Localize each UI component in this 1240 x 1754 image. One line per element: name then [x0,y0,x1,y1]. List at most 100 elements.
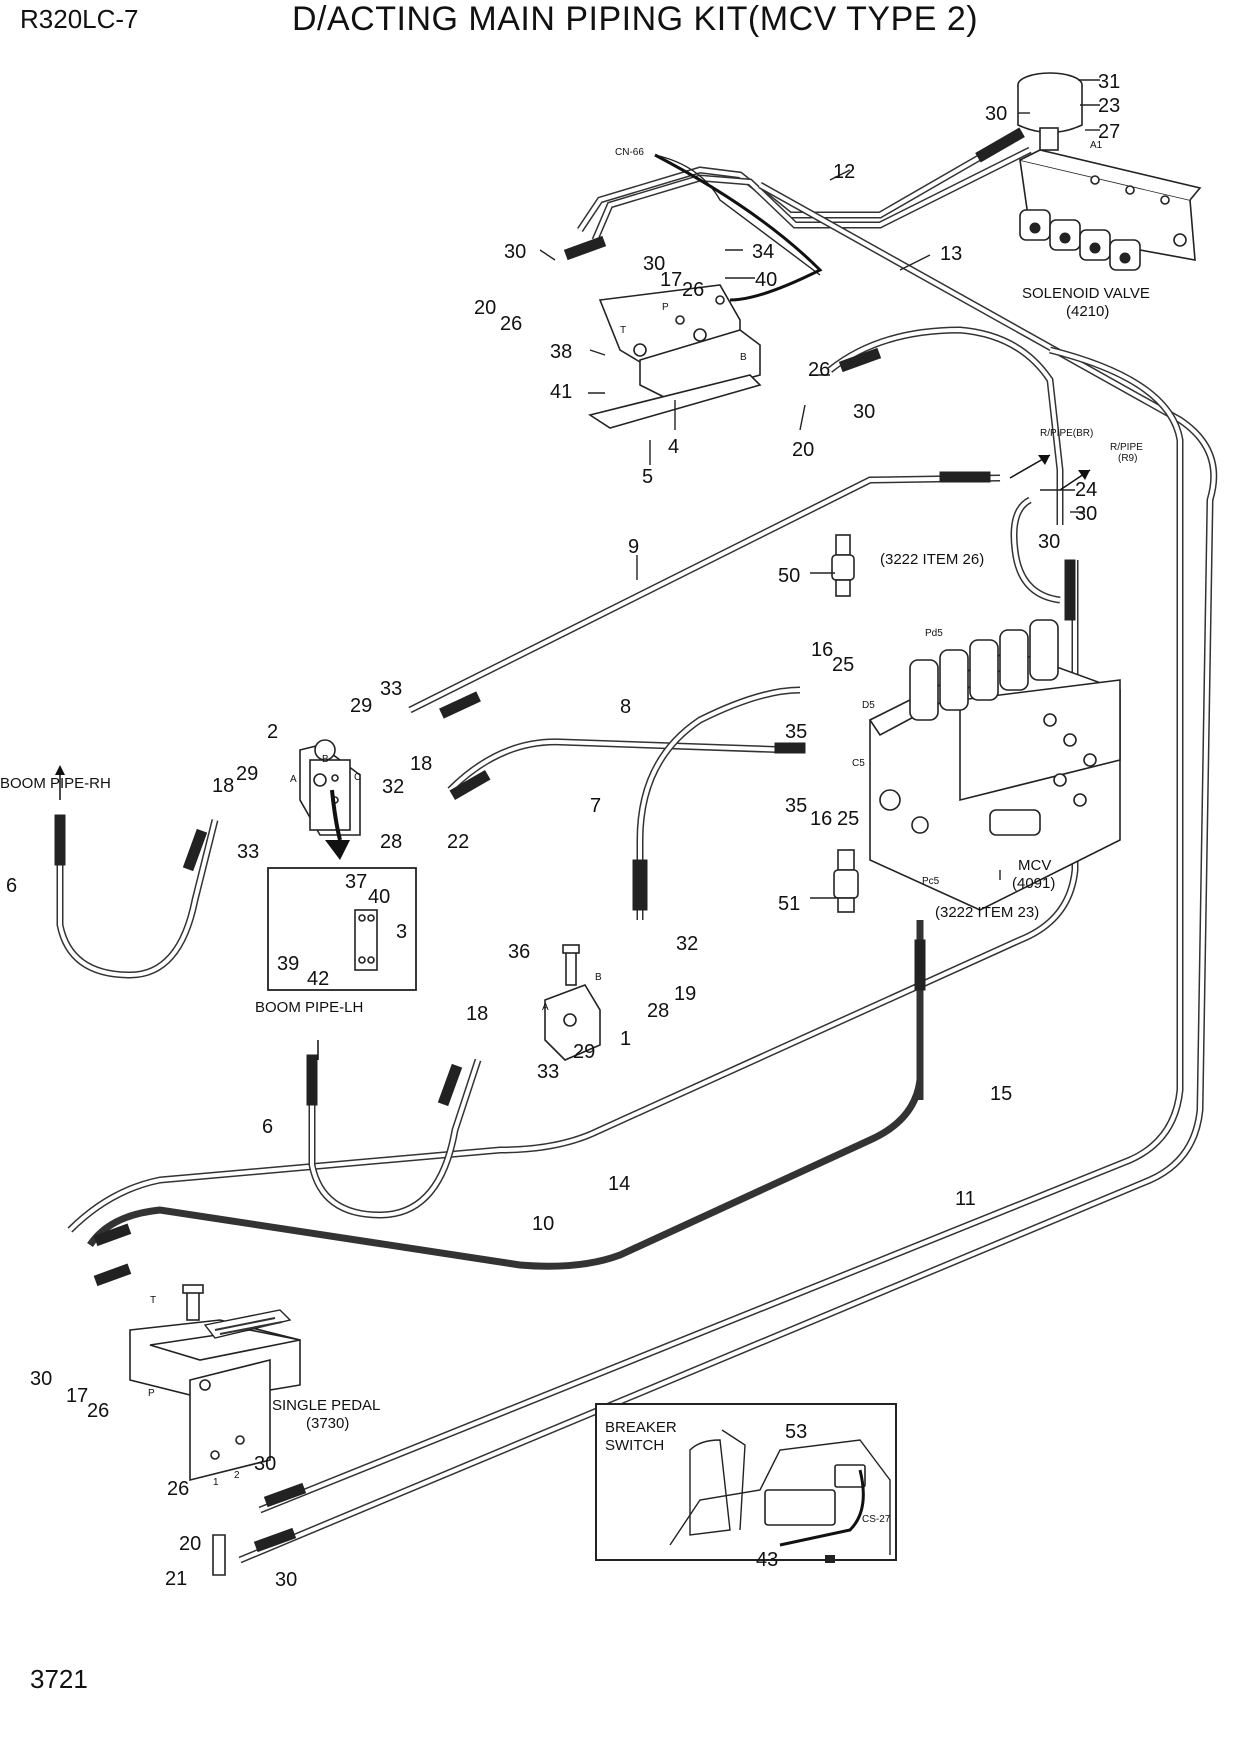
label-pc5: Pc5 [922,876,940,887]
callout: 36 [508,941,530,963]
callout: 27 [1098,121,1120,143]
label-boom-pipe-rh: BOOM PIPE-RH [0,775,111,792]
label-cn66: CN-66 [615,147,644,158]
callout: 14 [608,1173,630,1195]
callout: 20 [792,439,814,461]
callout: 23 [1098,95,1120,117]
mcv-spools [909,619,1059,721]
pipe-7 [636,686,801,920]
callout: 6 [262,1116,273,1138]
label-cs27: CS-27 [862,1514,891,1525]
label-breaker: BREAKER [605,1419,677,1436]
callout: 21 [165,1568,187,1590]
callout: 28 [647,1000,669,1022]
callout: 2 [267,721,278,743]
callout: 41 [550,381,572,403]
label-port-b-1: B [595,972,602,983]
detail-arrow [330,789,342,841]
callout: 33 [380,678,402,700]
text-labels: SOLENOID VALVE (4210) CN-66 A 1 R/PIPE(BR… [0,140,1150,1525]
callout: 13 [940,243,962,265]
label-single-pedal-ref: (3730) [306,1415,349,1432]
plate-3 [354,909,378,971]
callout: 30 [275,1569,297,1591]
detail-arrowhead [325,840,350,860]
callout: 25 [832,654,854,676]
callout: 35 [785,721,807,743]
callout: 20 [179,1533,201,1555]
pipe-14 [87,940,924,1270]
label-r9: (R9) [1118,453,1137,464]
callout: 32 [676,933,698,955]
bracket-2 [299,739,361,836]
callout: 50 [778,565,800,587]
label-c5: C5 [852,758,865,769]
callout: 17 [66,1385,88,1407]
label-port-p-pedal: P [148,1388,155,1399]
callout: 26 [87,1400,109,1422]
label-d5: D5 [862,700,875,711]
label-port-a-1: A [542,1002,549,1013]
breaker-switch-panel [669,1429,891,1563]
callout: 29 [573,1041,595,1063]
callout: 22 [447,831,469,853]
callout: 51 [778,893,800,915]
callout: 34 [752,241,774,263]
callout: 29 [350,695,372,717]
callout: 6 [6,875,17,897]
label-item23-ref: (3222 ITEM 23) [935,904,1039,921]
callout: 30 [853,401,875,423]
label-port-t-pedal: T [150,1295,156,1306]
detail-box-boom-pipe-lh [267,867,417,991]
label-r-pipe-br: R/PIPE(BR) [1040,428,1093,439]
callout: 26 [808,359,830,381]
label-solenoid-valve: SOLENOID VALVE [1022,285,1150,302]
callout: 30 [985,103,1007,125]
callout: 33 [237,841,259,863]
callout: 32 [382,776,404,798]
callout: 7 [590,795,601,817]
callout: 30 [504,241,526,263]
solenoid-coils [1019,209,1141,271]
label-mcv: MCV [1018,857,1051,874]
callout: 18 [212,775,234,797]
label-boom-pipe-lh: BOOM PIPE-LH [255,999,363,1016]
label-port-a-2: A [290,774,297,785]
callout: 30 [254,1453,276,1475]
callout-numbers: 31 23 27 30 12 13 34 40 30 30 17 26 20 2… [6,71,1120,1591]
callout: 11 [955,1188,976,1210]
callout: 30 [1075,503,1097,525]
label-mcv-ref: (4091) [1012,875,1055,892]
block-1 [544,944,601,1061]
callout: 26 [500,313,522,335]
callout: 39 [277,953,299,975]
label-port-1-pedal: 1 [213,1477,219,1488]
callout: 29 [236,763,258,785]
callout: 26 [167,1478,189,1500]
callout: 30 [643,253,665,275]
valve-51 [833,849,859,913]
page-number: 3721 [30,1664,88,1694]
callout: 15 [990,1083,1012,1105]
label-solenoid-valve-ref: (4210) [1066,303,1109,320]
label-port-t: T [620,325,626,336]
callout: 30 [1038,531,1060,553]
callout: 43 [756,1549,778,1571]
callout: 35 [785,795,807,817]
model-name: R320LC-7 [20,4,139,34]
label-single-pedal: SINGLE PEDAL [272,1397,380,1414]
callout: 4 [668,436,679,458]
callout: 12 [833,161,855,183]
label-pd5: Pd5 [925,628,943,639]
label-port-c-2: C [354,772,361,783]
callout: 8 [620,696,631,718]
solenoid-valve [1017,72,1202,271]
callout: 42 [307,968,329,990]
callout: 25 [837,808,859,830]
callout: 53 [785,1421,807,1443]
callout: 30 [30,1368,52,1390]
callout: 5 [642,466,653,488]
label-item26-ref: (3222 ITEM 26) [880,551,984,568]
callout: 17 [660,269,682,291]
